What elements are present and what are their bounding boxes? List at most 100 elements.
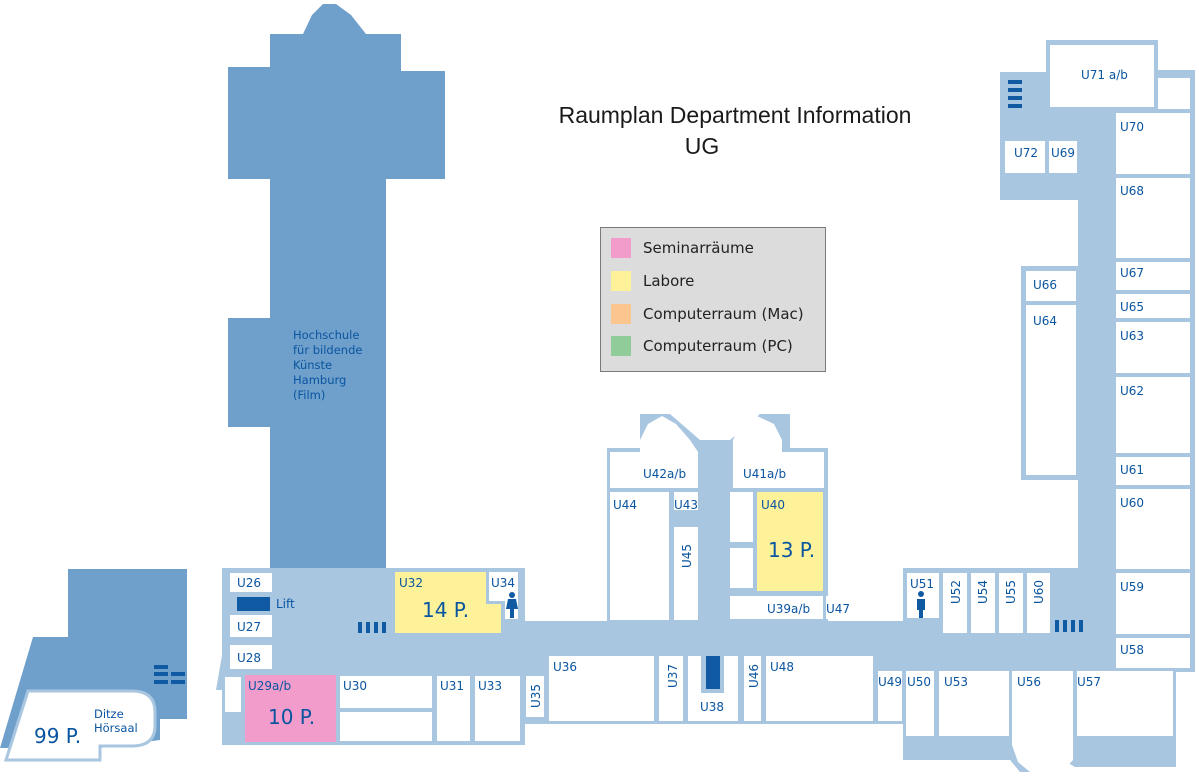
room-U42[interactable] <box>610 416 698 488</box>
room-U69[interactable] <box>1049 141 1077 173</box>
capacity-U32: 14 P. <box>422 598 469 622</box>
room-U56[interactable] <box>1012 671 1073 772</box>
room-U29[interactable] <box>245 675 336 742</box>
hfbk-line-5: (Film) <box>293 388 325 402</box>
label-U70: U70 <box>1120 120 1144 134</box>
room-U45[interactable] <box>674 527 698 620</box>
label-U69: U69 <box>1051 146 1075 160</box>
room-U50[interactable] <box>906 671 934 736</box>
room-U27[interactable] <box>230 615 272 637</box>
room-U60[interactable] <box>1116 489 1190 569</box>
legend-swatch-seminar <box>611 238 631 258</box>
ditze-stairs-icon <box>154 665 185 684</box>
room-U70b <box>1158 78 1190 109</box>
room-U29-left <box>225 677 241 712</box>
label-U34: U34 <box>491 576 515 590</box>
ditze-label-2: Hörsaal <box>94 721 138 735</box>
room-U30b <box>340 712 432 741</box>
room-U68[interactable] <box>1116 178 1190 258</box>
room-U54[interactable] <box>971 573 995 633</box>
legend-swatch-mac <box>611 304 631 324</box>
room-U61[interactable] <box>1116 457 1190 485</box>
label-U65: U65 <box>1120 300 1144 314</box>
hfbk-line-1: Hochschule <box>293 328 359 342</box>
label-U68: U68 <box>1120 184 1144 198</box>
room-U43[interactable] <box>674 492 698 510</box>
label-U59: U59 <box>1120 580 1144 594</box>
room-U58[interactable] <box>1116 638 1190 668</box>
room-U49[interactable] <box>878 671 902 721</box>
room-U46[interactable] <box>744 656 761 721</box>
male-wc-icon <box>917 591 925 618</box>
room-U62[interactable] <box>1116 377 1190 453</box>
room-U37[interactable] <box>659 656 683 721</box>
room-U44[interactable] <box>610 492 669 620</box>
elevator-shaft-icon <box>706 656 720 689</box>
room-U47[interactable] <box>826 596 852 619</box>
legend-item-seminar: Seminarräume <box>611 237 754 259</box>
room-U41[interactable] <box>733 416 824 488</box>
label-U39: U39a/b <box>767 602 810 616</box>
label-lift: Lift <box>276 597 295 611</box>
legend-item-mac: Computerraum (Mac) <box>611 303 804 325</box>
lift-icon <box>237 597 270 611</box>
room-U52[interactable] <box>943 573 967 633</box>
ditze-hoersaal <box>3 689 157 762</box>
stairs-east-icon <box>1055 620 1083 632</box>
room-U33[interactable] <box>475 676 520 741</box>
capacity-U29: 10 P. <box>268 705 315 729</box>
room-U65[interactable] <box>1116 294 1190 318</box>
legend: Seminarräume Labore Computerraum (Mac) C… <box>600 227 826 372</box>
hfbk-line-2: für bildende <box>293 343 362 357</box>
room-U71[interactable] <box>1050 45 1154 107</box>
room-U31[interactable] <box>437 676 470 741</box>
room-U70[interactable] <box>1116 113 1190 174</box>
room-U53[interactable] <box>939 671 1009 736</box>
label-U48: U48 <box>770 660 794 674</box>
legend-label-seminar: Seminarräume <box>643 239 754 257</box>
room-labels: U26 Lift U27 U28 U29a/b 10 P. U30 U31 U3… <box>237 68 1144 729</box>
legend-label-labore: Labore <box>643 272 695 290</box>
label-U52: U52 <box>949 580 963 604</box>
room-U40-side2 <box>730 548 753 588</box>
label-U41: U41a/b <box>743 467 786 481</box>
hfbk-line-3: Künste <box>293 358 332 372</box>
label-U64: U64 <box>1033 314 1057 328</box>
label-U51: U51 <box>910 577 934 591</box>
room-U55[interactable] <box>999 573 1023 633</box>
label-U56: U56 <box>1017 675 1041 689</box>
legend-swatch-pc <box>611 336 631 356</box>
label-U61: U61 <box>1120 463 1144 477</box>
room-U59[interactable] <box>1116 573 1190 634</box>
label-U55: U55 <box>1004 580 1018 604</box>
label-U28: U28 <box>237 651 261 665</box>
room-U28[interactable] <box>230 645 272 669</box>
room-U36[interactable] <box>549 656 654 721</box>
label-U66: U66 <box>1033 278 1057 292</box>
room-U48[interactable] <box>766 656 873 721</box>
label-U35: U35 <box>529 684 543 708</box>
label-U72: U72 <box>1014 146 1038 160</box>
room-U26[interactable] <box>230 573 272 592</box>
room-U57[interactable] <box>1077 671 1173 736</box>
room-U32[interactable] <box>395 572 501 633</box>
room-U35[interactable] <box>526 676 544 717</box>
label-U37: U37 <box>666 664 680 688</box>
room-U30[interactable] <box>340 676 432 708</box>
label-U62: U62 <box>1120 384 1144 398</box>
room-U60b[interactable] <box>1027 573 1050 633</box>
label-U32: U32 <box>399 576 423 590</box>
room-U39[interactable] <box>730 596 823 619</box>
label-U31: U31 <box>440 679 464 693</box>
legend-label-pc: Computerraum (PC) <box>643 337 793 355</box>
room-U64[interactable] <box>1026 305 1076 475</box>
label-U58: U58 <box>1120 643 1144 657</box>
label-U26: U26 <box>237 576 261 590</box>
room-U72[interactable] <box>1005 141 1045 173</box>
room-U63[interactable] <box>1116 322 1190 373</box>
room-U67[interactable] <box>1116 262 1190 290</box>
room-U66[interactable] <box>1026 271 1076 301</box>
room-U40[interactable] <box>757 492 823 591</box>
label-U67: U67 <box>1120 266 1144 280</box>
legend-swatch-labore <box>611 271 631 291</box>
